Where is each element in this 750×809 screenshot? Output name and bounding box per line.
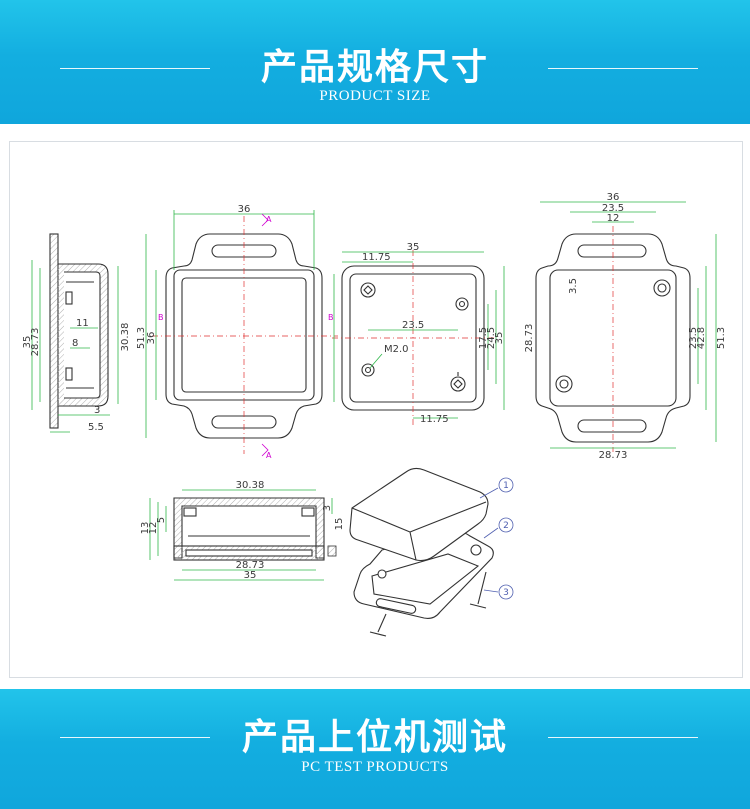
header-title: 产品规格尺寸 <box>260 47 489 88</box>
base-dim-17-5: 17.5 <box>478 327 489 349</box>
bottom-dim-23-5-side: 23.5 <box>688 327 699 349</box>
bottom-dim-23-5-top: 23.5 <box>602 203 624 214</box>
exploded-view <box>349 467 494 637</box>
section-dim-12: 12 <box>148 522 159 535</box>
section-dim-3: 3 <box>322 505 333 511</box>
front-dim-36-top: 36 <box>238 204 251 215</box>
section-view <box>173 497 325 561</box>
base-dim-35: 35 <box>407 242 420 253</box>
section-mark-b-right: B <box>328 313 334 322</box>
front-view-dimensions <box>145 210 315 438</box>
base-view-dimensions <box>333 251 505 419</box>
section-dim-13: 13 <box>140 522 151 535</box>
footer-title: 产品上位机测试 <box>241 717 508 758</box>
header-band: 产品规格尺寸 PRODUCT SIZE <box>0 0 750 124</box>
technical-drawing-panel: 35 28.73 30.38 11 8 3 5.5 36 51.3 36 A B… <box>9 141 743 678</box>
section-mark-a-top: A <box>266 215 272 224</box>
technical-drawing: 35 28.73 30.38 11 8 3 5.5 36 51.3 36 A B… <box>22 192 727 637</box>
section-view-dimensions <box>149 489 333 581</box>
callout-1: 1 <box>503 481 509 491</box>
front-dim-51-3: 51.3 <box>136 327 147 349</box>
base-view-centerlines <box>332 250 496 428</box>
bottom-dim-51-3: 51.3 <box>716 327 727 349</box>
callout-3: 3 <box>503 588 509 598</box>
base-dim-24-5: 24.5 <box>486 327 497 349</box>
section-dim-30-38: 30.38 <box>236 480 265 491</box>
bottom-view-dimensions <box>540 201 717 449</box>
base-dim-11-75-top: 11.75 <box>362 252 391 263</box>
side-dim-28-73: 28.73 <box>30 328 41 357</box>
bottom-dim-28-73: 28.73 <box>599 450 628 461</box>
header-rule-right <box>548 68 698 69</box>
side-dim-30-38: 30.38 <box>120 323 131 352</box>
section-dim-5: 5 <box>156 517 167 523</box>
side-dim-35: 35 <box>22 336 33 349</box>
section-mark-b-left: B <box>158 313 164 322</box>
side-dim-8: 8 <box>72 338 78 349</box>
base-dim-28-73: 28.73 <box>524 324 535 353</box>
footer-rule-left <box>60 737 210 738</box>
front-view-centerlines <box>152 216 338 454</box>
base-dim-11-75-bottom: 11.75 <box>420 414 449 425</box>
side-view-dimensions <box>31 260 119 433</box>
footer-rule-right <box>548 737 698 738</box>
bottom-dim-42-8: 42.8 <box>696 327 707 349</box>
base-dim-23-5: 23.5 <box>402 320 424 331</box>
footer-subtitle: PC TEST PRODUCTS <box>301 759 449 775</box>
section-dim-35: 35 <box>244 570 257 581</box>
header-subtitle: PRODUCT SIZE <box>319 88 431 104</box>
base-dim-35-side: 35 <box>494 332 505 345</box>
side-view <box>49 233 109 429</box>
section-dim-15: 15 <box>334 518 345 531</box>
exploded-callout-lines <box>479 477 514 600</box>
callout-2: 2 <box>503 521 509 531</box>
side-dim-5-5: 5.5 <box>88 422 104 433</box>
section-mark-a-bottom: A <box>266 451 272 460</box>
bottom-dim-3-5: 3.5 <box>568 278 579 294</box>
base-dim-m2: M2.0 <box>384 344 409 355</box>
header-rule-left <box>60 68 210 69</box>
front-dim-36-side: 36 <box>146 332 157 345</box>
footer-band: 产品上位机测试 PC TEST PRODUCTS <box>0 689 750 809</box>
section-dim-28-73: 28.73 <box>236 560 265 571</box>
side-dim-11: 11 <box>76 318 89 329</box>
side-dim-3: 3 <box>94 405 100 416</box>
bottom-dim-36: 36 <box>607 192 620 203</box>
bottom-dim-12: 12 <box>607 213 620 224</box>
